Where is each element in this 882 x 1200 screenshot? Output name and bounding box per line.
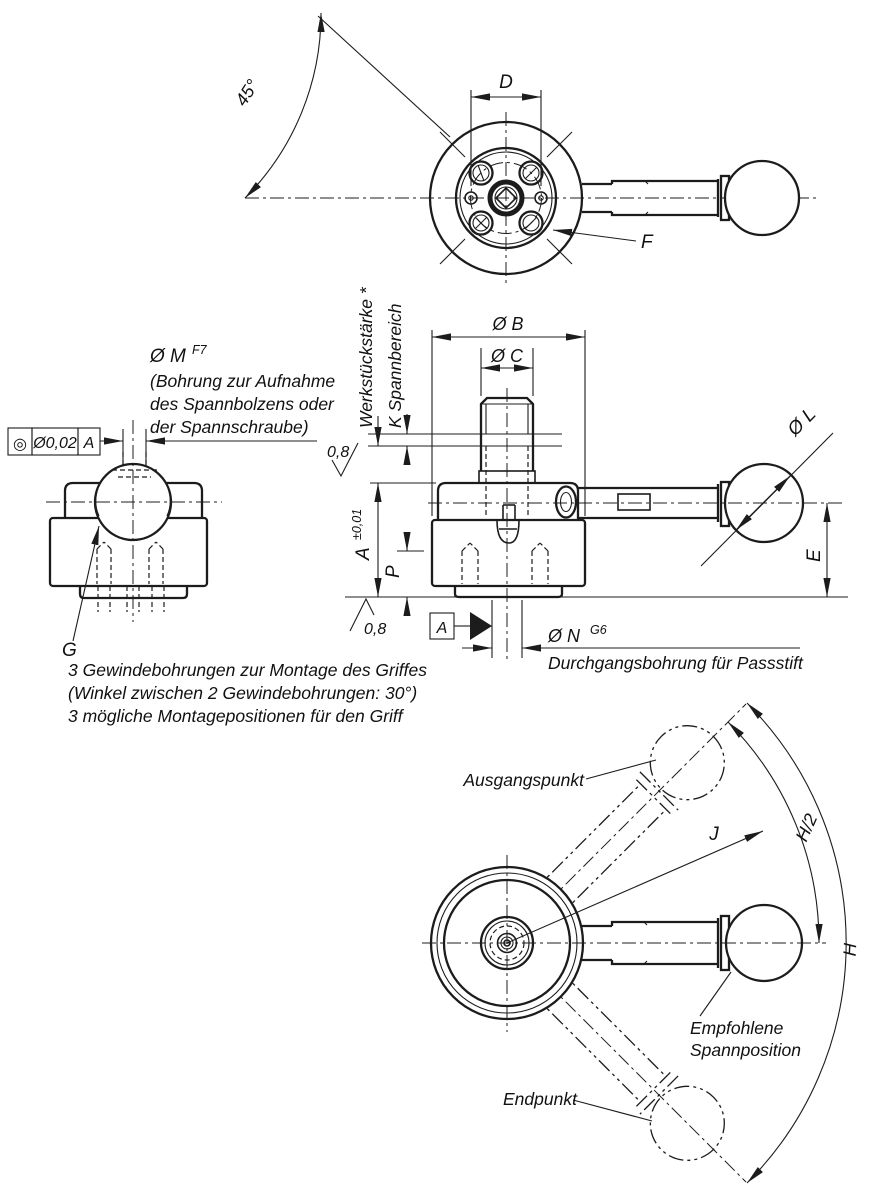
thread-holes-note: 3 Gewindebohrungen zur Montage des Griff… — [68, 660, 427, 726]
dim-h-half-label: H/2 — [792, 811, 822, 845]
dim-p: P — [383, 532, 424, 616]
label-f: F — [552, 228, 654, 253]
recommended-label-2: Spannposition — [690, 1040, 801, 1060]
dim-n-tolerance: G6 — [590, 623, 607, 637]
top-view: 45° D F — [231, 12, 816, 286]
hidden-thread-holes-front — [461, 542, 549, 584]
dim-l-label: Ø L — [783, 404, 820, 441]
angle-45-label: 45° — [231, 76, 263, 110]
roughness-symbol-bottom: 0,8 — [349, 597, 386, 638]
front-view: Werkstückstärke * K Spannbereich 0,8 0,8… — [327, 286, 848, 673]
phantom-lever-start — [528, 703, 747, 922]
dim-c: Ø C — [480, 346, 534, 396]
hidden-thread-holes — [96, 541, 165, 612]
dim-n-label: Ø N — [547, 626, 581, 646]
dim-workpiece — [374, 414, 411, 465]
dim-d-label: D — [499, 72, 513, 93]
mounting-screws — [464, 160, 548, 236]
dim-a-label: A — [353, 547, 374, 561]
dim-j: J — [506, 824, 764, 944]
label-g: G — [62, 525, 100, 661]
center-hub — [487, 179, 525, 217]
dim-d: D — [470, 72, 542, 186]
bolt-circle — [470, 162, 542, 234]
bore-m-label: Ø M — [149, 346, 186, 367]
bore-note-1: (Bohrung zur Aufnahme — [150, 371, 335, 391]
bore-m-tolerance: F7 — [192, 343, 208, 357]
roughness-bottom-value: 0,8 — [364, 621, 386, 638]
ball-knob-top — [723, 159, 801, 237]
note-line-2: (Winkel zwischen 2 Gewindebohrungen: 30°… — [68, 683, 417, 703]
flange-ticks — [439, 131, 573, 265]
g-label: G — [62, 640, 77, 661]
dim-p-label: P — [383, 565, 404, 578]
start-point-label: Ausgangspunkt — [462, 770, 585, 790]
recommended-label-1: Empfohlene — [690, 1018, 784, 1038]
dim-a: A ±0,01 — [350, 482, 436, 597]
lever-shaft-top — [582, 174, 731, 222]
clamp-body-side — [46, 420, 222, 622]
end-point-label: Endpunkt — [503, 1089, 578, 1109]
tolerance-value: Ø0,02 — [32, 435, 77, 452]
dim-a-tolerance: ±0,01 — [350, 509, 364, 540]
datum-a-flag: A — [429, 612, 492, 640]
tolerance-frame: ◎ Ø0,02 A — [7, 427, 317, 466]
bore-m-note: Ø M F7 (Bohrung zur Aufnahme des Spannbo… — [149, 343, 335, 437]
dim-c-label: Ø C — [490, 346, 524, 366]
dim-e: E — [804, 503, 831, 597]
note-line-1: 3 Gewindebohrungen zur Montage des Griff… — [68, 660, 427, 680]
dim-e-label: E — [804, 549, 825, 562]
concentricity-icon: ◎ — [13, 436, 27, 453]
roughness-symbol-top: 0,8 — [327, 442, 359, 478]
dim-n-note: Durchgangsbohrung für Passstift — [548, 653, 804, 673]
workpiece-thickness-label: Werkstückstärke * — [356, 286, 376, 428]
f-label: F — [641, 232, 654, 253]
ball-end-screw — [496, 504, 520, 544]
dim-45-degrees: 45° — [231, 12, 451, 199]
dim-h-label: H — [840, 942, 861, 957]
roughness-top-value: 0,8 — [327, 444, 349, 461]
dim-b-label: Ø B — [491, 314, 523, 334]
clamp-body-front — [430, 481, 587, 599]
dim-b: Ø B — [431, 314, 586, 516]
datum-triangle — [470, 612, 492, 640]
note-line-3: 3 mögliche Montagepositionen für den Gri… — [68, 706, 405, 726]
dim-j-label: J — [708, 824, 719, 845]
dim-n: Ø N G6 Durchgangsbohrung für Passstift — [462, 600, 804, 673]
bore-note-3: der Spannschraube) — [150, 417, 309, 437]
clamp-range-label: K Spannbereich — [385, 303, 405, 428]
lever-shaft-front — [578, 480, 731, 528]
position-labels: Ausgangspunkt Empfohlene Spannposition E… — [462, 759, 801, 1122]
bottom-view: H/2 H J Ausgangspunkt Empfohlene Spannpo… — [422, 702, 861, 1184]
tolerance-datum: A — [83, 435, 95, 452]
bore-note-2: des Spannbolzens oder — [150, 394, 335, 414]
phantom-lever-end — [528, 964, 747, 1183]
datum-a-label: A — [436, 620, 448, 637]
left-side-view: ◎ Ø0,02 A Ø M F7 (Bohrung zur Aufnahme d… — [7, 343, 427, 726]
